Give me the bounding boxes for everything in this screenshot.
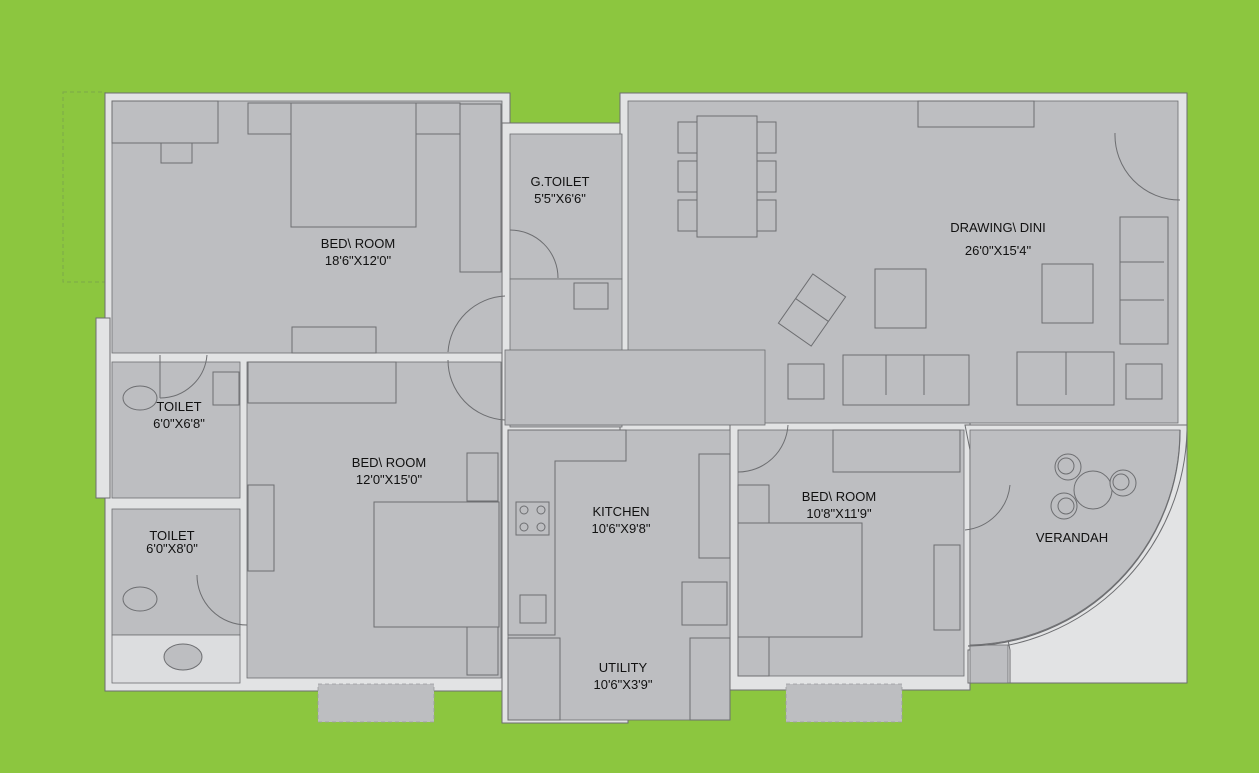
room-label-verandah: VERANDAH	[1035, 530, 1109, 545]
furniture	[111, 100, 1169, 721]
floors	[111, 100, 1181, 721]
toilet-2-floor	[111, 508, 241, 636]
g-toilet-floor	[509, 133, 623, 280]
doors	[159, 132, 1181, 647]
